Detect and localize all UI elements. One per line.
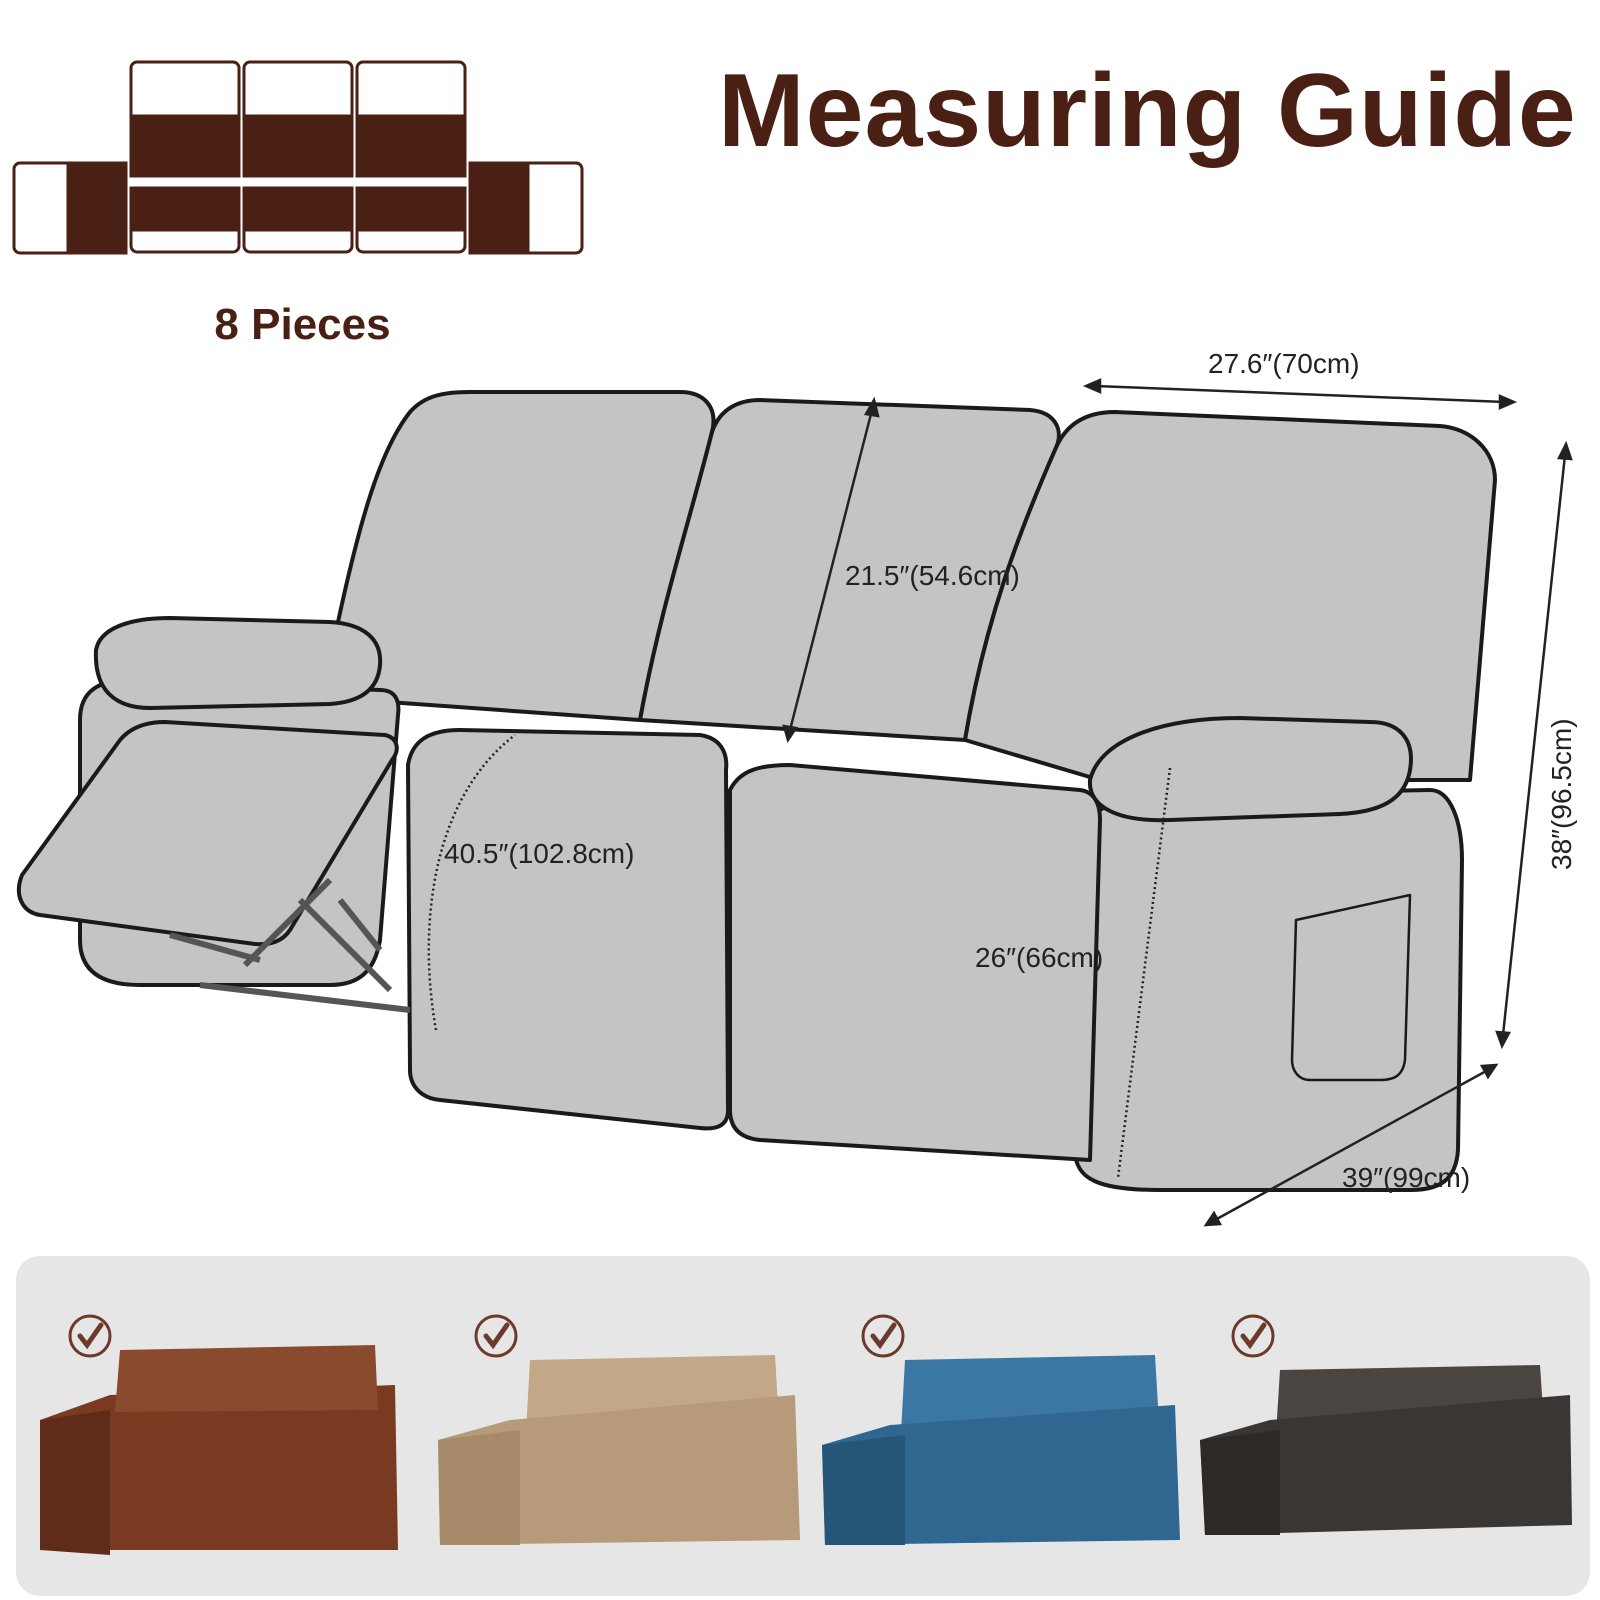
check-icon (476, 1316, 516, 1356)
seat-right (728, 763, 1102, 1162)
piece-seat-1 (129, 186, 241, 254)
piece-seat-2 (242, 186, 354, 254)
seat-middle (406, 728, 730, 1131)
piece-arm-right (468, 161, 584, 255)
arm-right-top (1087, 716, 1413, 823)
side-pocket (1290, 893, 1412, 1082)
arm-left-top (93, 616, 383, 710)
sofa-diagram (16, 390, 1497, 1192)
example-tan-recliner-sofa (438, 1316, 800, 1545)
pieces-icon (12, 60, 584, 255)
page-title: Measuring Guide (718, 53, 1577, 169)
dimension-arrows (427, 378, 1573, 1227)
dimension-seat-depth: 40.5″(102.8cm) (444, 838, 635, 869)
dimension-backrest-height: 21.5″(54.6cm) (845, 560, 1020, 591)
piece-back-2 (242, 60, 354, 178)
dimension-total-depth: 39″(99cm) (1342, 1162, 1471, 1193)
dimension-seat-width: 27.6″(70cm) (1208, 348, 1360, 379)
piece-arm-left (12, 161, 128, 255)
piece-back-3 (355, 60, 467, 178)
check-icon (1233, 1316, 1273, 1356)
dimension-arm-height: 26″(66cm) (975, 942, 1104, 973)
example-brown-recliner-sofa (40, 1316, 398, 1555)
pieces-count-label: 8 Pieces (214, 300, 391, 349)
backrest-right (963, 410, 1497, 782)
piece-back-1 (129, 60, 241, 178)
example-blue-recliner-sofa (822, 1316, 1180, 1545)
check-icon (70, 1316, 110, 1356)
check-icon (863, 1316, 903, 1356)
example-black-recliner-sofa (1200, 1316, 1572, 1535)
piece-seat-3 (355, 186, 467, 254)
recliner-mechanism (169, 877, 411, 1013)
footrest (16, 720, 399, 947)
